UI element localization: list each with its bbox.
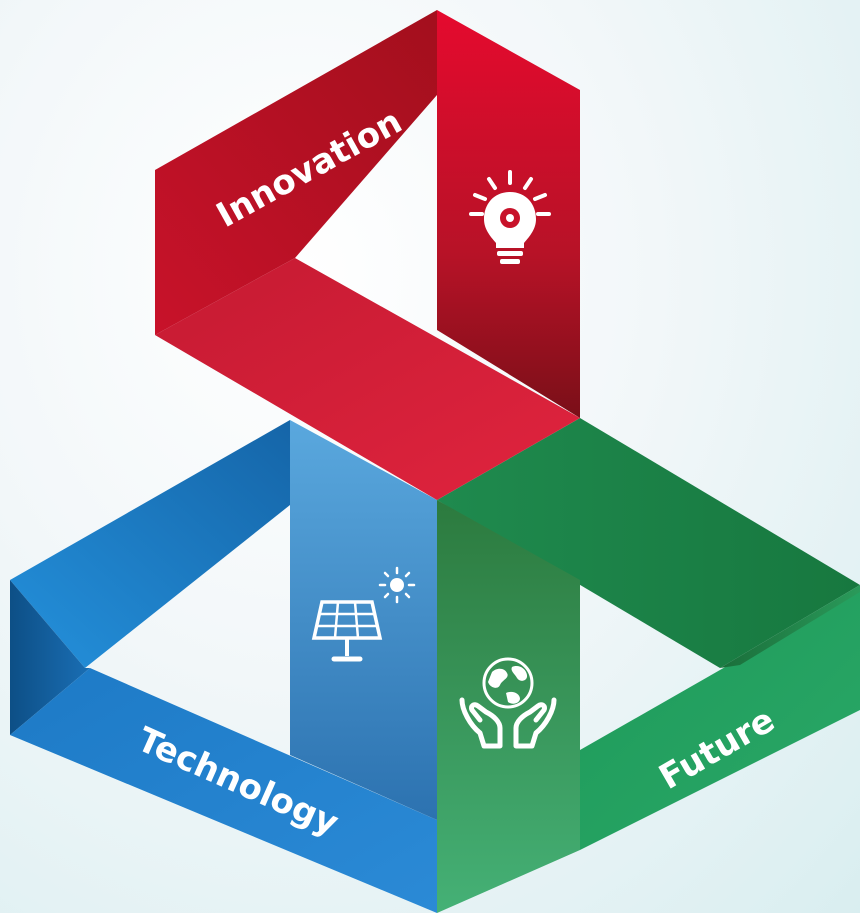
green-right-face bbox=[580, 590, 860, 850]
future-band bbox=[437, 418, 860, 913]
blue-inner-face bbox=[290, 420, 437, 820]
blue-left-face bbox=[10, 420, 290, 668]
green-shadow-face bbox=[720, 585, 860, 668]
green-top-face bbox=[437, 418, 860, 668]
red-top-face bbox=[155, 10, 437, 335]
blue-shadow-face bbox=[10, 580, 90, 735]
innovation-band bbox=[155, 10, 580, 500]
solar-panel-sun-icon bbox=[311, 566, 416, 662]
technology-band bbox=[10, 420, 437, 913]
red-diagonal-face bbox=[155, 258, 580, 500]
lightbulb-gear-icon bbox=[469, 170, 551, 264]
globe-in-hands-icon bbox=[459, 657, 557, 749]
blue-bottom-face bbox=[10, 668, 437, 913]
